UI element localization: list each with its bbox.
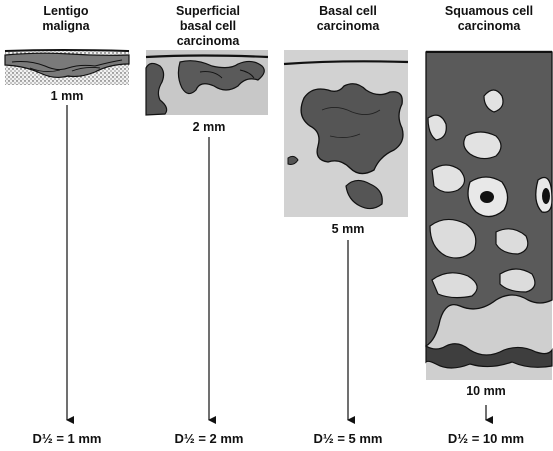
d-half-col1: D½ = 1 mm: [32, 431, 102, 446]
d-half-col3: D½ = 5 mm: [313, 431, 383, 446]
title-col1: Lentigo maligna: [10, 4, 122, 34]
title-col3-line2: carcinoma: [316, 19, 380, 33]
title-col2-line2: basal cell: [179, 19, 237, 33]
title-col2: Superficial basal cell carcinoma: [148, 4, 268, 49]
title-col2-line3: carcinoma: [176, 34, 240, 48]
depth-label-col2: 2 mm: [192, 120, 226, 134]
title-col3-line1: Basal cell: [319, 4, 377, 18]
title-col1-line1: Lentigo: [43, 4, 89, 18]
scc-section: [425, 50, 553, 380]
title-col4: Squamous cell carcinoma: [428, 4, 550, 34]
depth-label-col3: 5 mm: [331, 222, 365, 236]
lentigo-maligna-section: [4, 49, 130, 85]
title-col1-line2: maligna: [42, 19, 90, 33]
depth-label-col4: 10 mm: [466, 384, 506, 398]
bcc-section: [283, 50, 409, 217]
depth-label-col1: 1 mm: [50, 89, 84, 103]
d-half-col2: D½ = 2 mm: [174, 431, 244, 446]
superficial-bcc-section: [145, 50, 269, 116]
title-col4-line2: carcinoma: [457, 19, 521, 33]
title-col3: Basal cell carcinoma: [290, 4, 406, 34]
title-col4-line1: Squamous cell: [444, 4, 534, 18]
title-col2-line1: Superficial: [176, 4, 240, 18]
d-half-col4: D½ = 10 mm: [447, 431, 525, 446]
